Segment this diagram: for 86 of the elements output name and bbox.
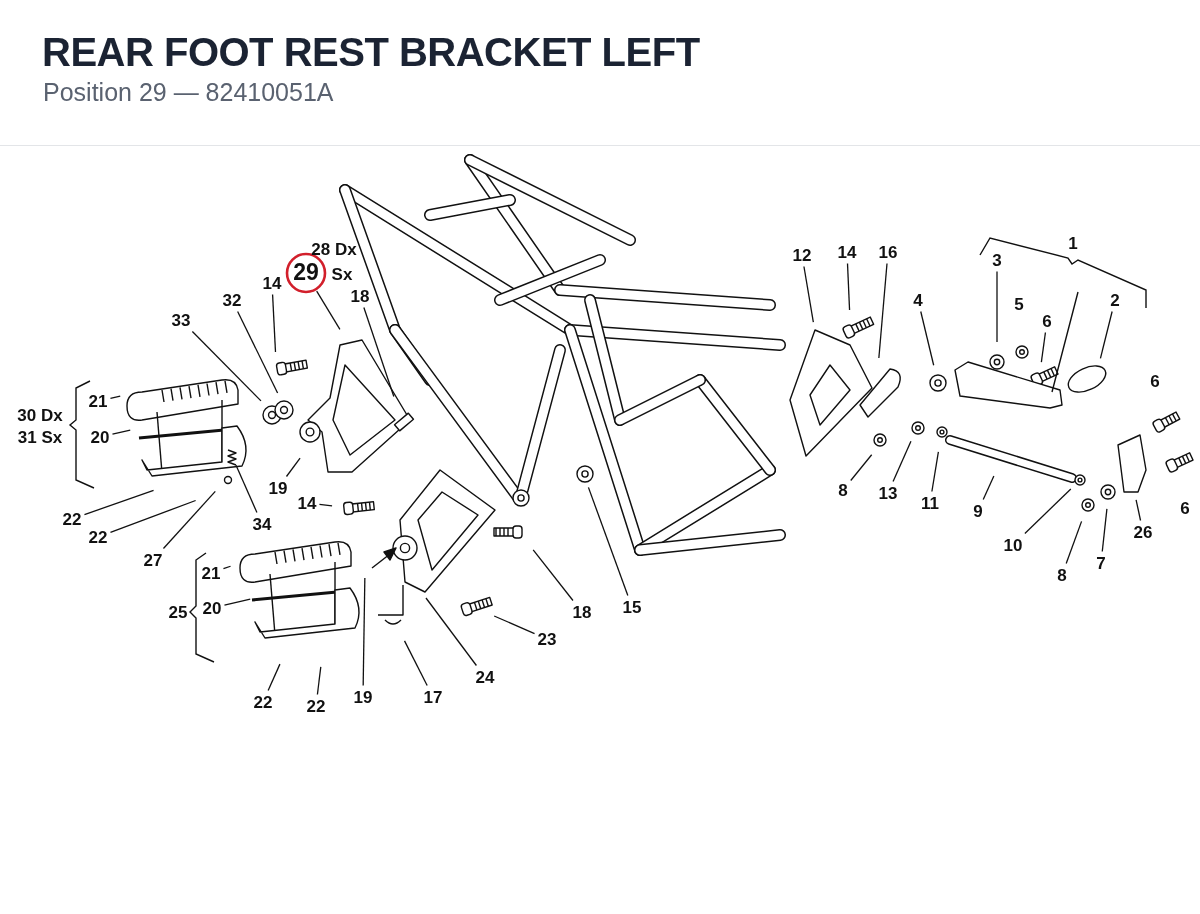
leader-line bbox=[316, 666, 322, 696]
leader-line bbox=[316, 290, 341, 331]
leader-line bbox=[920, 310, 935, 366]
callout-number: 27 bbox=[143, 551, 163, 569]
callout-number: 13 bbox=[878, 484, 898, 502]
callout-number: 10 bbox=[1003, 536, 1023, 554]
callout-number: 28 Dx bbox=[311, 240, 357, 258]
callout-number: 19 bbox=[268, 479, 288, 497]
leader-line bbox=[285, 457, 301, 478]
leader-line bbox=[223, 598, 251, 606]
callout-number: 22 bbox=[253, 693, 273, 711]
callout-number: 6 bbox=[1150, 372, 1160, 390]
callout-number: 22 bbox=[306, 697, 326, 715]
callout-number: 22 bbox=[88, 528, 108, 546]
callout-number: 14 bbox=[297, 494, 317, 512]
callout-number: 18 bbox=[572, 603, 592, 621]
callout-number: 8 bbox=[838, 481, 848, 499]
leader-line bbox=[222, 565, 232, 570]
callout-number: 11 bbox=[921, 494, 939, 512]
subtitle: Position 29 — 82410051A bbox=[43, 78, 334, 107]
callout-number: 22 bbox=[62, 510, 82, 528]
leader-line bbox=[982, 475, 995, 501]
callout-number: 26 bbox=[1133, 523, 1153, 541]
callout-number: 21 bbox=[88, 392, 108, 410]
leader-line bbox=[846, 262, 851, 311]
callout-number: 18 bbox=[350, 287, 370, 305]
callout-number: 17 bbox=[423, 688, 443, 706]
callout-number: 25 bbox=[168, 603, 188, 621]
callout-number: 8 bbox=[1057, 566, 1067, 584]
callout-number: 34 bbox=[252, 515, 272, 533]
callout-suffix: Sx bbox=[331, 265, 353, 283]
callout-number: 5 bbox=[1014, 295, 1024, 313]
callout-number: 14 bbox=[837, 243, 857, 261]
callout-number: 6 bbox=[1042, 312, 1052, 330]
leader-line bbox=[425, 597, 478, 667]
leader-line bbox=[892, 440, 912, 483]
callout-number: 24 bbox=[475, 668, 495, 686]
leader-line bbox=[1101, 508, 1108, 553]
callout-number: 9 bbox=[973, 502, 983, 520]
leader-line bbox=[363, 306, 395, 398]
callout-number: 23 bbox=[537, 630, 557, 648]
title: REAR FOOT REST BRACKET LEFT bbox=[42, 30, 700, 75]
leader-line bbox=[850, 454, 873, 482]
leader-line bbox=[1135, 499, 1142, 522]
leader-line bbox=[1099, 310, 1113, 359]
callout-number: 6 bbox=[1180, 499, 1190, 517]
leader-line bbox=[111, 429, 131, 435]
leader-line bbox=[267, 663, 281, 692]
leader-line bbox=[803, 265, 814, 323]
callout-number: 3 bbox=[992, 251, 1002, 269]
callout-number: 19 bbox=[353, 688, 373, 706]
leader-line bbox=[1040, 331, 1047, 363]
leader-line bbox=[109, 499, 197, 533]
leader-line bbox=[109, 395, 121, 399]
leader-line bbox=[493, 615, 536, 635]
leader-line bbox=[83, 489, 155, 516]
callout-number: 2 bbox=[1110, 291, 1120, 309]
leader-line bbox=[587, 486, 629, 597]
callout-number: 33 bbox=[171, 311, 191, 329]
leader-line bbox=[1024, 488, 1072, 535]
callout-number: 7 bbox=[1096, 554, 1106, 572]
callout-number: 29 bbox=[293, 260, 319, 284]
leader-line bbox=[1065, 520, 1083, 565]
leader-line bbox=[271, 293, 277, 353]
leader-line bbox=[162, 490, 216, 550]
callout-number: 32 bbox=[222, 291, 242, 309]
leader-line bbox=[403, 640, 428, 687]
leader-line bbox=[235, 464, 258, 514]
callout-number: 14 bbox=[262, 274, 282, 292]
callout-number: 20 bbox=[90, 428, 110, 446]
callout-number: 20 bbox=[202, 599, 222, 617]
callout-number: 16 bbox=[878, 243, 898, 261]
leader-line bbox=[996, 270, 998, 343]
leader-line bbox=[191, 330, 262, 402]
leader-line bbox=[318, 503, 333, 507]
callout-number: 12 bbox=[792, 246, 812, 264]
leader-line bbox=[878, 262, 888, 359]
callout-number: 30 Dx 31 Sx bbox=[17, 404, 63, 449]
leader-line bbox=[931, 451, 940, 493]
callout-number: 15 bbox=[622, 598, 642, 616]
leader-line bbox=[237, 310, 279, 394]
leader-line bbox=[532, 549, 574, 602]
leader-line bbox=[362, 577, 366, 687]
callout-number: 1 bbox=[1068, 234, 1078, 252]
callout-number: 4 bbox=[913, 291, 923, 309]
callout-number: 21 bbox=[201, 564, 221, 582]
